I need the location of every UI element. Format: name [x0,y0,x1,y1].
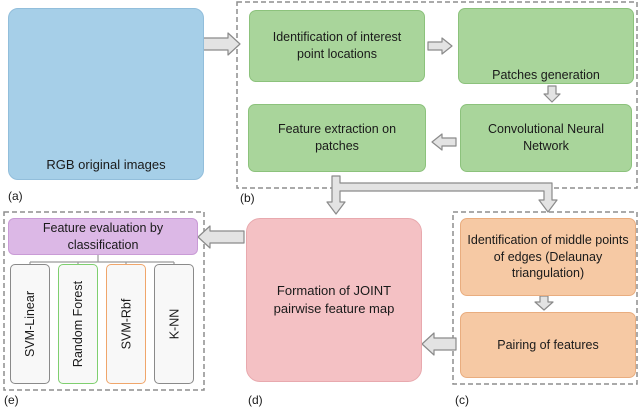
feature-evaluation-box: Feature evaluation by classification [8,218,198,255]
joint-feature-map-box: Formation of JOINT pairwise feature map [246,218,422,382]
classifier-box: SVM-Rbf [106,264,146,384]
classifier-box: K-NN [154,264,194,384]
arrow-pairing-to-joint [421,332,457,356]
panel-c-frame [452,211,638,385]
arrow-a-to-identification [200,32,241,56]
arrow-patches-to-cnn [543,85,561,103]
rgb-images-caption: RGB original images [46,157,166,172]
patches-generation-label: Patches generation [492,68,600,82]
arrow-feature-to-split [326,175,558,215]
patches-generation-box [458,8,634,84]
feature-extraction-box: Feature extraction on patches [248,104,426,172]
arrow-joint-to-evaluation [197,225,245,249]
panel-label-e: (e) [4,393,19,407]
panel-label-b: (b) [240,191,255,205]
connectors [197,32,561,356]
arrow-cnn-to-feature-extraction [431,133,457,151]
classifier-tree [29,255,175,266]
classifier-label: SVM-Rbf [119,298,134,350]
rgb-images-panel [8,8,204,180]
middle-points-box: Identification of middle points of edges… [460,218,636,296]
interest-point-identification-box: Identification of interest point locatio… [249,10,425,82]
classifier-label: SVM-Linear [23,291,37,357]
pairing-box: Pairing of features [460,312,636,378]
classifier-box: SVM-Linear [10,264,50,384]
panel-label-d: (d) [248,393,263,407]
cnn-box: Convolutional Neural Network [460,104,632,172]
classifier-label: Random Forest [71,280,85,368]
panel-label-a: (a) [8,189,23,203]
classifier-box: Random Forest [58,264,98,384]
panel-label-c: (c) [455,393,469,407]
arrow-identification-to-patches [427,37,453,55]
classifier-label: K-NN [167,308,181,340]
panel-e-frame [3,211,205,391]
arrow-middle-to-pairing [534,295,554,311]
